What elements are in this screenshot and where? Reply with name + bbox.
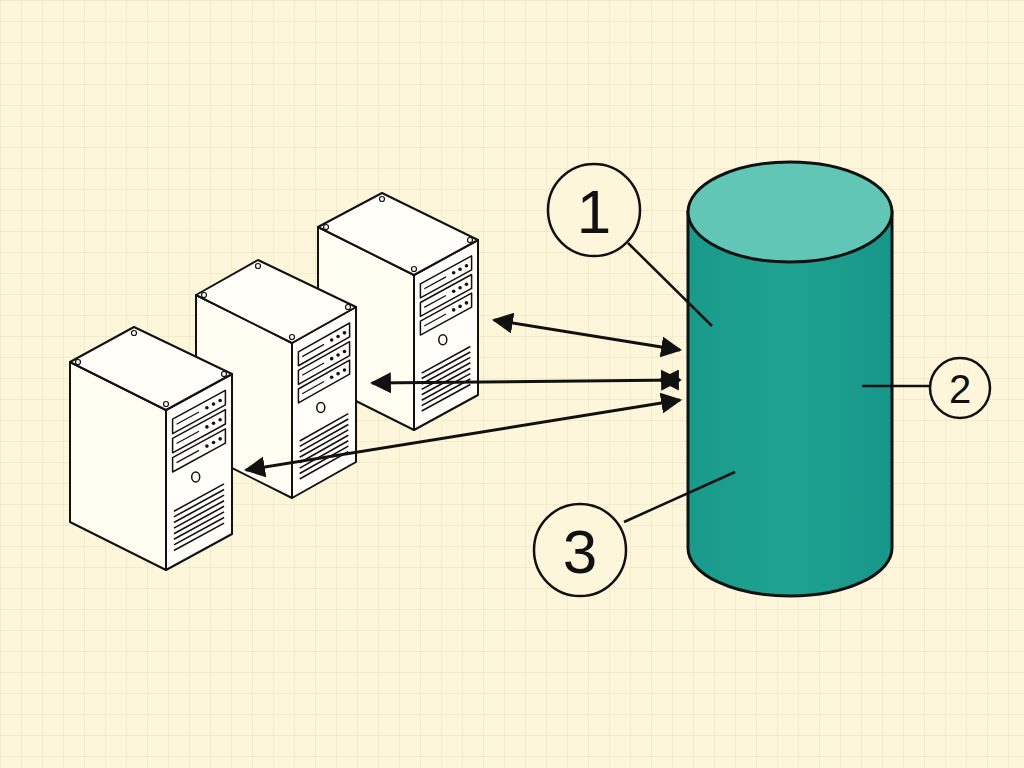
callout-circle xyxy=(930,358,990,418)
arrow xyxy=(494,320,680,350)
arrow xyxy=(246,400,680,470)
leader-line xyxy=(628,243,712,326)
callout-leaders xyxy=(624,243,929,522)
callout-circle xyxy=(548,164,640,256)
data-arrows xyxy=(246,320,680,470)
callout-circles xyxy=(534,164,990,596)
server-tower xyxy=(70,327,232,570)
arrow-head xyxy=(660,379,664,382)
leader-line xyxy=(862,385,929,388)
callout-number: 1 xyxy=(577,181,611,243)
leader-line xyxy=(624,472,735,522)
callout-number: 2 xyxy=(949,369,971,409)
callout-circle xyxy=(534,504,626,596)
arrow xyxy=(372,380,680,383)
database-cylinder xyxy=(688,162,892,596)
callout-number: 3 xyxy=(563,521,597,583)
